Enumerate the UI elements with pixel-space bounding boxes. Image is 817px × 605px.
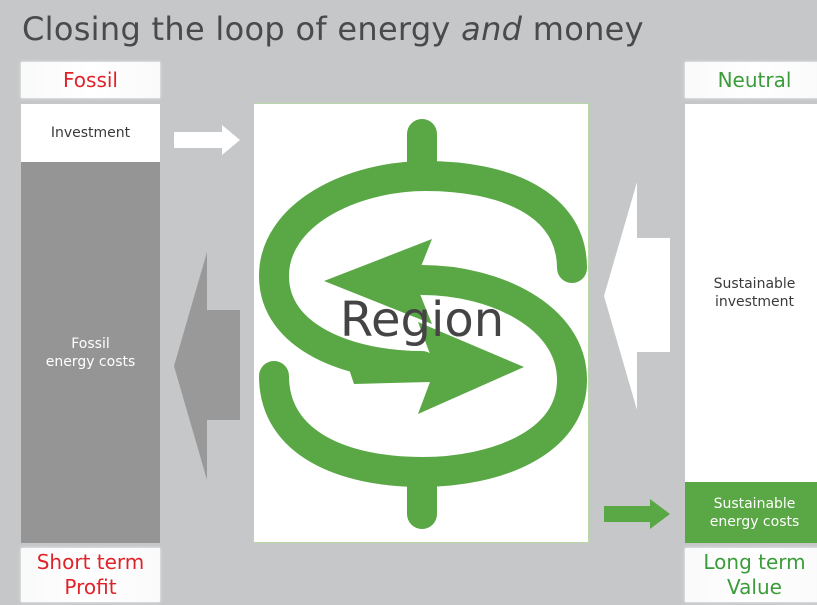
title-suffix: money [522,10,644,48]
circular-arrows-icon [324,239,524,414]
short-term-label: Short term [36,550,145,574]
sustainable-costs-line2: energy costs [709,513,800,530]
short-term-profit-footer: Short term Profit [21,548,160,602]
value-label: Value [727,575,782,599]
fossil-header-label: Fossil [63,67,118,92]
left-arrow-icon [174,252,240,480]
sustainable-costs-line1: Sustainable [713,495,796,512]
title-emphasis: and [461,10,523,48]
left-arrow-icon [604,182,670,410]
long-term-label: Long term [703,550,806,574]
sustainable-investment-box: Sustainable investment [685,104,817,482]
profit-label: Profit [64,575,117,599]
fossil-investment-label: Investment [50,125,131,141]
region-panel: Region [253,103,589,543]
sustainable-investment-line1: Sustainable [713,276,796,292]
long-term-value-footer: Long term Value [685,548,817,602]
neutral-header-label: Neutral [717,67,792,92]
sustainable-investment-line2: investment [714,294,795,310]
slide-title: Closing the loop of energy and money [22,10,644,48]
fossil-header: Fossil [21,62,160,98]
right-arrow-icon [604,499,670,529]
neutral-header: Neutral [685,62,817,98]
fossil-energy-costs-box: Fossil energy costs [21,162,160,543]
fossil-investment-box: Investment [21,104,160,162]
title-prefix: Closing the loop of energy [22,10,462,48]
region-label: Region [340,292,504,348]
fossil-costs-line1: Fossil [71,335,110,352]
sustainable-energy-costs-box: Sustainable energy costs [685,482,817,543]
right-arrow-icon [174,125,240,155]
dollar-sign-loop-icon: Region [258,119,588,529]
fossil-costs-line2: energy costs [45,353,136,370]
